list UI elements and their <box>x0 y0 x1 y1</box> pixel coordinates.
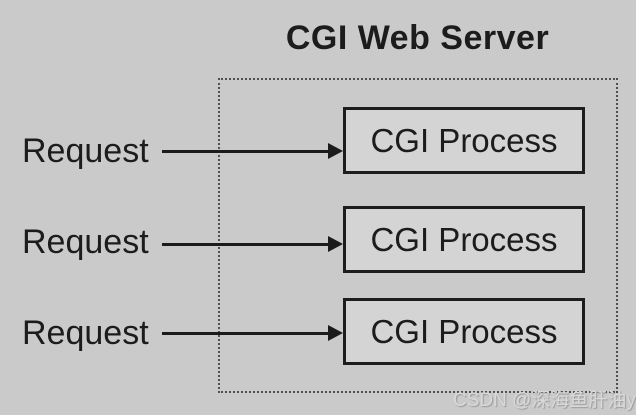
request-label-1: Request <box>22 132 149 170</box>
cgi-web-server-boundary <box>218 78 618 393</box>
arrow-line <box>162 242 331 246</box>
cgi-process-box-2: CGI Process <box>343 206 585 273</box>
arrowhead-right-icon <box>328 325 343 341</box>
cgi-process-box-1: CGI Process <box>343 107 585 174</box>
arrow-line <box>162 331 331 335</box>
request-label-2: Request <box>22 223 149 261</box>
request-arrow-1 <box>162 143 343 159</box>
diagram-title: CGI Web Server <box>285 19 550 57</box>
arrowhead-right-icon <box>328 236 343 252</box>
request-arrow-3 <box>162 325 343 341</box>
csdn-watermark: CSDN @深海鱼肝油ya <box>453 390 636 411</box>
arrowhead-right-icon <box>328 143 343 159</box>
cgi-process-box-3: CGI Process <box>343 298 585 365</box>
request-label-3: Request <box>22 314 149 352</box>
request-arrow-2 <box>162 236 343 252</box>
arrow-line <box>162 149 331 153</box>
